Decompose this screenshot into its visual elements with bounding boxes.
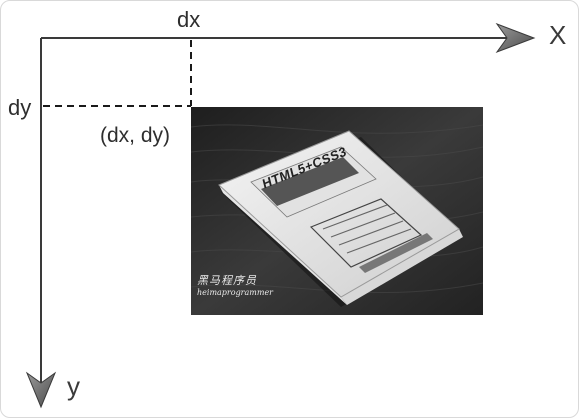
book-photo-image: HTML5+CSS3 黑马程序员 heimaprogrammer: [191, 107, 483, 315]
point-label: (dx, dy): [100, 124, 171, 147]
signature: 黑马程序员 heimaprogrammer: [197, 274, 274, 297]
y-axis-arrowhead: [25, 371, 57, 409]
dx-label: dx: [177, 7, 201, 32]
x-axis-label: X: [549, 20, 567, 50]
dy-label: dy: [8, 95, 32, 120]
book-photo-drawing: [191, 107, 483, 315]
y-axis-label: y: [67, 371, 80, 401]
x-axis-arrowhead: [495, 22, 536, 54]
signature-cn: 黑马程序员: [197, 274, 257, 287]
signature-en: heimaprogrammer: [197, 287, 274, 297]
